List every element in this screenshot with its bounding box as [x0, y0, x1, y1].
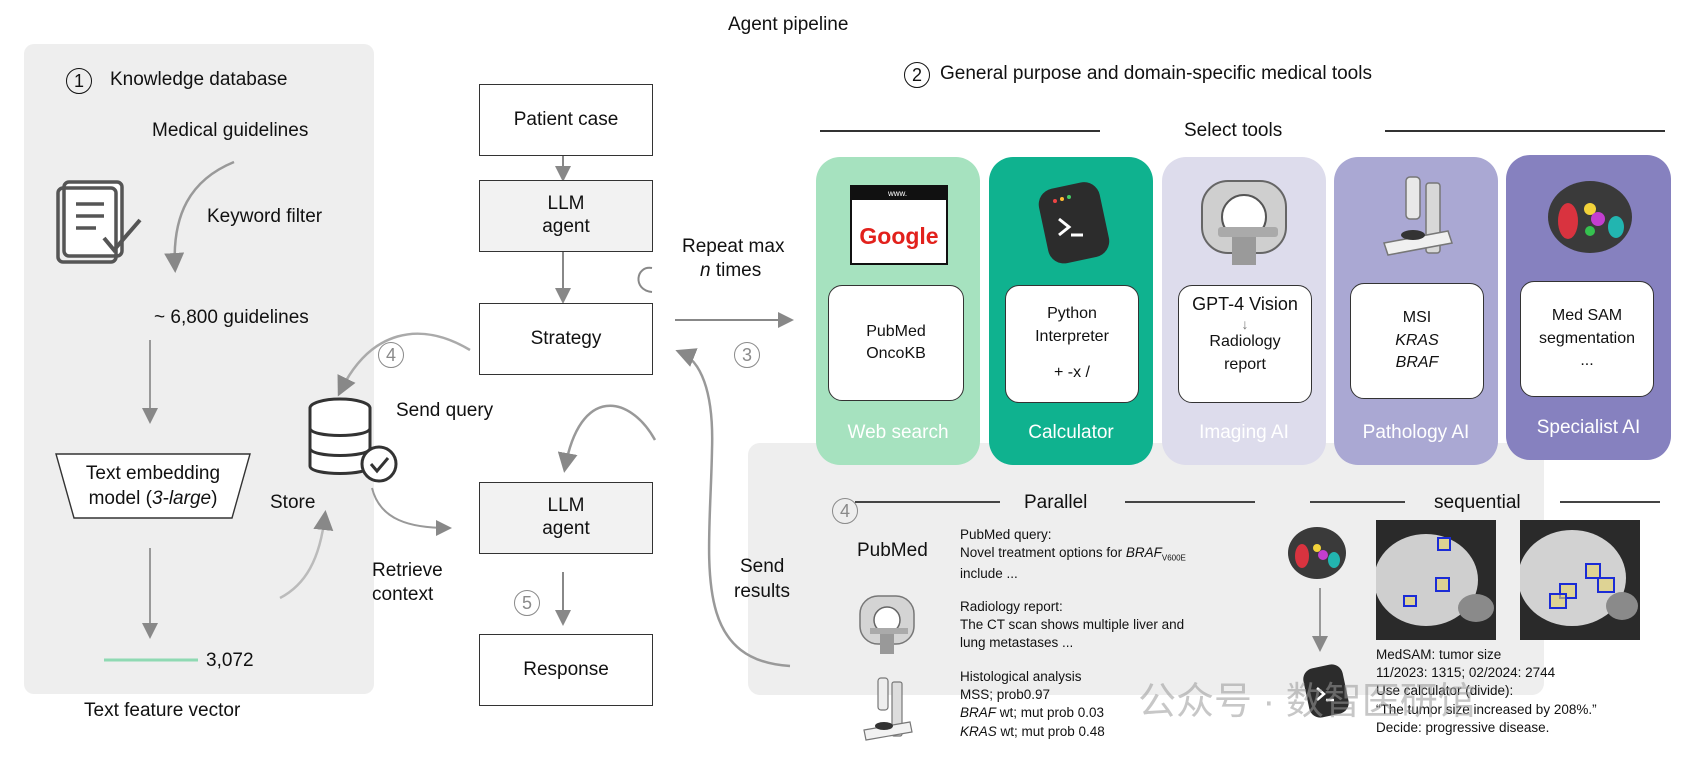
ct-segmentation-icon	[1548, 181, 1632, 253]
vector-dimension: 3,072	[206, 650, 254, 671]
browser-window-icon: www. Google	[850, 185, 948, 265]
guidelines-count: ~ 6,800 guidelines	[154, 307, 309, 328]
tools-heading: General purpose and domain-specific medi…	[940, 63, 1372, 84]
histological-analysis-text: Histological analysis MSS; prob0.97 BRAF…	[960, 669, 1105, 739]
repeat-label-line2: n times	[700, 260, 762, 281]
step-badge-5: 5	[514, 590, 540, 616]
microscope-icon	[1383, 176, 1453, 256]
strategy-box: Strategy	[479, 303, 653, 375]
medsam-result-text: MedSAM: tumor size 11/2023: 1315; 02/202…	[1376, 647, 1597, 735]
terminal-icon	[1038, 182, 1110, 264]
watermark-text: 公众号 · 数智医研馆	[1138, 681, 1476, 723]
google-logo: Google	[859, 223, 939, 249]
ct-scanner-small-icon	[859, 595, 915, 654]
microscope-small-icon	[863, 677, 913, 741]
web-search-label: Web search	[847, 422, 949, 443]
step-badge-1: 1	[66, 68, 92, 94]
terminal-small-icon	[1303, 664, 1349, 718]
send-results-line2: results	[734, 581, 790, 602]
segmentation-small-icon	[1288, 527, 1346, 579]
embedding-model-line1: Text embedding	[85, 463, 221, 484]
database-icon	[308, 397, 398, 483]
liver-scan-2-image	[1520, 520, 1640, 640]
specialist-ai-label: Specialist AI	[1536, 417, 1641, 438]
page-title: Agent pipeline	[728, 14, 849, 35]
embedding-model-shape	[55, 453, 251, 519]
knowledge-heading: Knowledge database	[110, 69, 288, 90]
text-feature-vector-label: Text feature vector	[84, 700, 241, 721]
browser-titlebar	[852, 187, 946, 200]
pubmed-label: PubMed	[857, 540, 928, 561]
select-tools-label: Select tools	[1184, 120, 1283, 141]
store-label: Store	[270, 492, 316, 513]
liver-scan-1-image	[1376, 520, 1496, 640]
pubmed-query-text: PubMed query: Novel treatment options fo…	[960, 527, 1186, 581]
radiology-report-text: Radiology report: The CT scan shows mult…	[960, 599, 1185, 651]
ct-scanner-icon	[1201, 180, 1287, 265]
sequential-label: sequential	[1434, 492, 1521, 513]
send-query-label: Send query	[396, 400, 494, 421]
imaging-ai-label: Imaging AI	[1199, 422, 1289, 443]
patient-case-box: Patient case	[479, 84, 653, 156]
pathology-ai-label: Pathology AI	[1362, 422, 1470, 443]
browser-url: www.	[888, 189, 908, 198]
keyword-filter-label: Keyword filter	[207, 206, 323, 227]
embedding-model-line2: model (3-large)	[88, 488, 218, 509]
retrieve-context-line1: Retrieve	[372, 560, 443, 581]
step-badge-2: 2	[904, 62, 930, 88]
repeat-label-line1: Repeat max	[682, 236, 785, 257]
step-badge-3: 3	[734, 342, 760, 368]
step-badge-4-exec: 4	[832, 498, 858, 524]
parallel-label: Parallel	[1024, 492, 1088, 513]
document-check-icon	[56, 180, 142, 264]
send-results-line1: Send	[740, 556, 785, 577]
step-badge-4-store: 4	[378, 342, 404, 368]
calculator-label: Calculator	[1028, 422, 1114, 443]
retrieve-context-line2: context	[372, 584, 434, 605]
medical-guidelines-label: Medical guidelines	[152, 120, 309, 141]
response-box: Response	[479, 634, 653, 706]
